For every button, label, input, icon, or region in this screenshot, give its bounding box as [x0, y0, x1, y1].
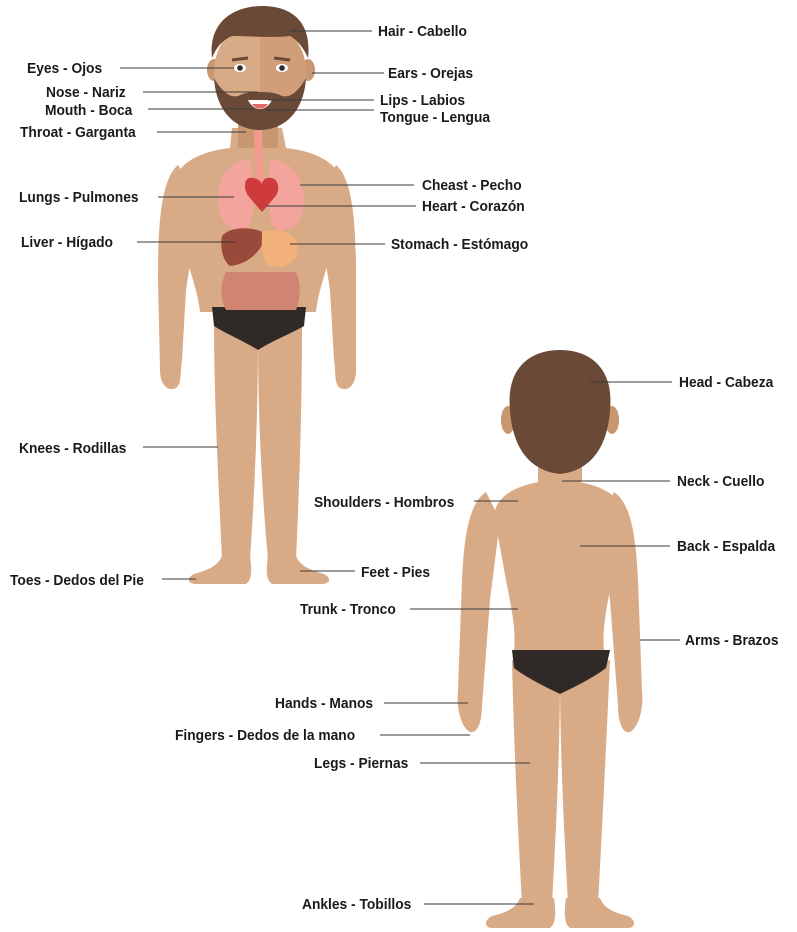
front-right-foot	[267, 556, 329, 584]
front-left-foot	[189, 556, 251, 584]
back-left-leg	[512, 660, 560, 904]
labels: Hair - Cabello Eyes - Ojos Ears - Orejas…	[10, 24, 779, 914]
throat-label: Throat - Garganta	[20, 125, 137, 142]
mouth-label: Mouth - Boca	[45, 103, 133, 120]
hair-label: Hair - Cabello	[378, 24, 467, 41]
cheast-label: Cheast - Pecho	[422, 178, 522, 195]
knees-label: Knees - Rodillas	[19, 441, 126, 458]
back-right-foot	[565, 898, 634, 928]
feet-label: Feet - Pies	[361, 565, 430, 582]
tongue-label: Tongue - Lengua	[380, 110, 491, 127]
neck-label: Neck - Cuello	[677, 474, 765, 491]
front-right-brow	[274, 58, 290, 60]
front-left-brow	[232, 58, 248, 60]
stomach-label: Stomach - Estómago	[391, 237, 528, 254]
back-label: Back - Espalda	[677, 539, 776, 556]
back-head-hair	[510, 350, 611, 474]
arms-label: Arms - Brazos	[685, 633, 779, 650]
back-left-foot	[486, 898, 555, 928]
liver-label: Liver - Hígado	[21, 235, 113, 252]
back-torso	[494, 462, 624, 652]
fingers-label: Fingers - Dedos de la mano	[175, 728, 355, 745]
ears-label: Ears - Orejas	[388, 66, 473, 83]
front-right-pupil	[279, 65, 285, 71]
front-left-leg	[214, 318, 258, 560]
intestine	[222, 272, 300, 310]
eyes-label: Eyes - Ojos	[27, 61, 102, 78]
shoulders-label: Shoulders - Hombros	[314, 495, 454, 512]
back-right-leg	[560, 660, 610, 904]
heart-label: Heart - Corazón	[422, 199, 525, 216]
back-left-arm	[458, 492, 500, 732]
nose-label: Nose - Nariz	[46, 85, 126, 102]
head-label: Head - Cabeza	[679, 375, 774, 392]
toes-label: Toes - Dedos del Pie	[10, 573, 144, 590]
front-left-pupil	[237, 65, 243, 71]
lips-label: Lips - Labios	[380, 93, 465, 110]
hands-label: Hands - Manos	[275, 696, 373, 713]
lungs-label: Lungs - Pulmones	[19, 190, 139, 207]
ankles-label: Ankles - Tobillos	[302, 897, 411, 914]
front-right-leg	[258, 318, 302, 560]
back-figure	[458, 350, 643, 928]
legs-label: Legs - Piernas	[314, 756, 408, 773]
trunk-label: Trunk - Tronco	[300, 602, 396, 619]
